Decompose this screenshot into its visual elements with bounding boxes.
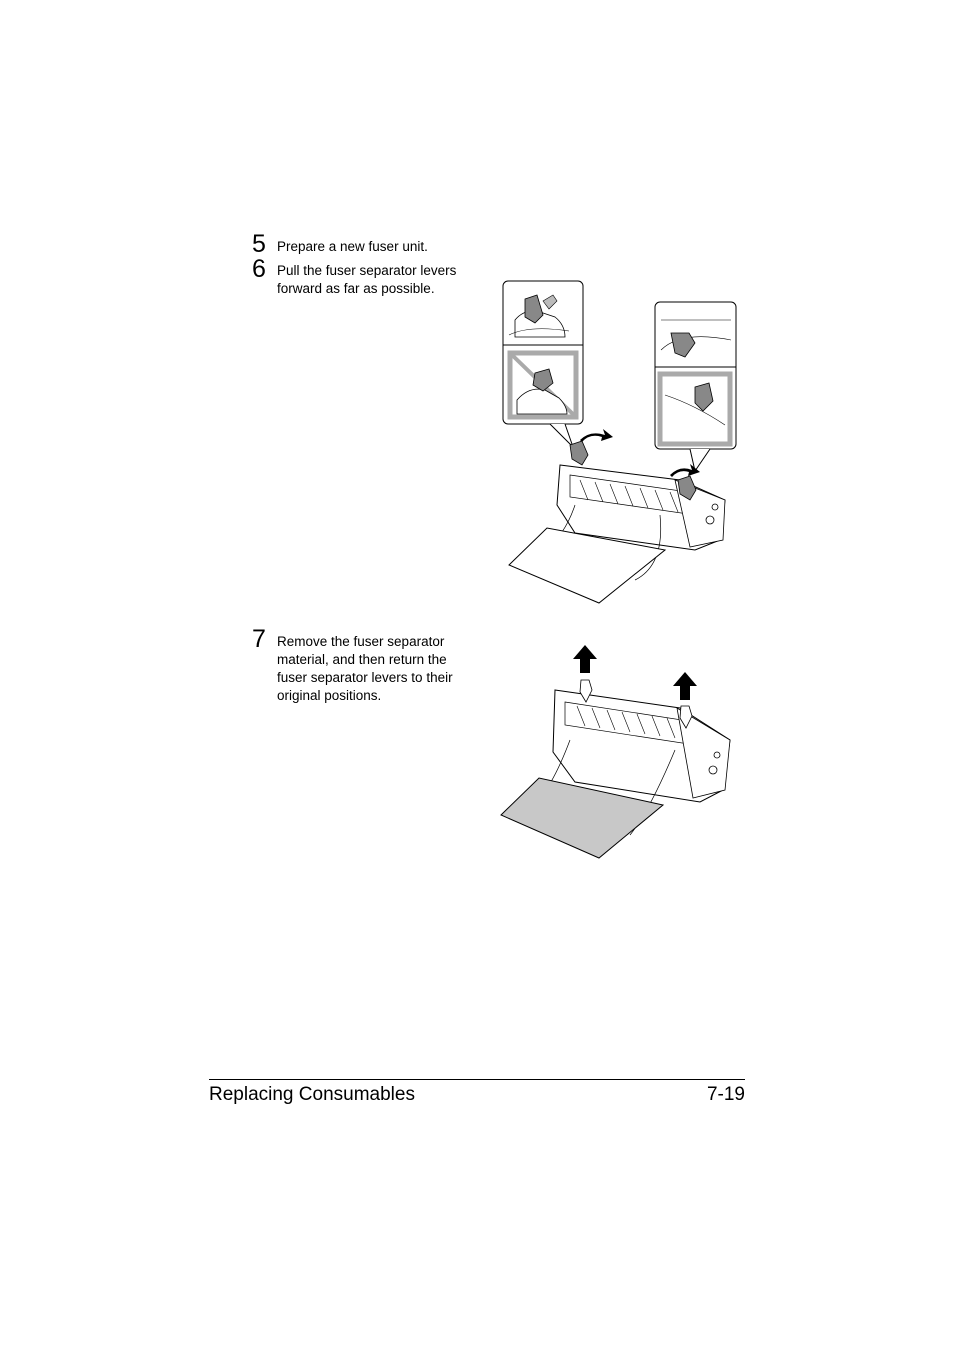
separator-material xyxy=(500,777,665,859)
left-lever-callout xyxy=(502,280,584,448)
step-text: Remove the fuser separator material, and… xyxy=(277,634,453,703)
step-text: Prepare a new fuser unit. xyxy=(277,239,428,254)
step-text: Pull the fuser separator levers forward … xyxy=(277,263,457,296)
fuser-material-removal-illustration xyxy=(500,645,731,859)
footer-rule xyxy=(209,1079,745,1080)
footer-page-number: 7-19 xyxy=(706,1084,745,1105)
fuser-unit xyxy=(539,679,731,836)
step-number: 6 xyxy=(252,255,266,283)
footer-section-title: Replacing Consumables xyxy=(209,1084,415,1105)
up-arrow-icon xyxy=(673,672,697,700)
up-arrow-icon xyxy=(573,645,597,673)
step-number: 5 xyxy=(252,230,266,258)
fuser-unit xyxy=(508,429,726,604)
step-number: 7 xyxy=(252,625,266,653)
right-lever-callout xyxy=(654,301,737,473)
fuser-levers-pull-illustration xyxy=(502,280,737,604)
